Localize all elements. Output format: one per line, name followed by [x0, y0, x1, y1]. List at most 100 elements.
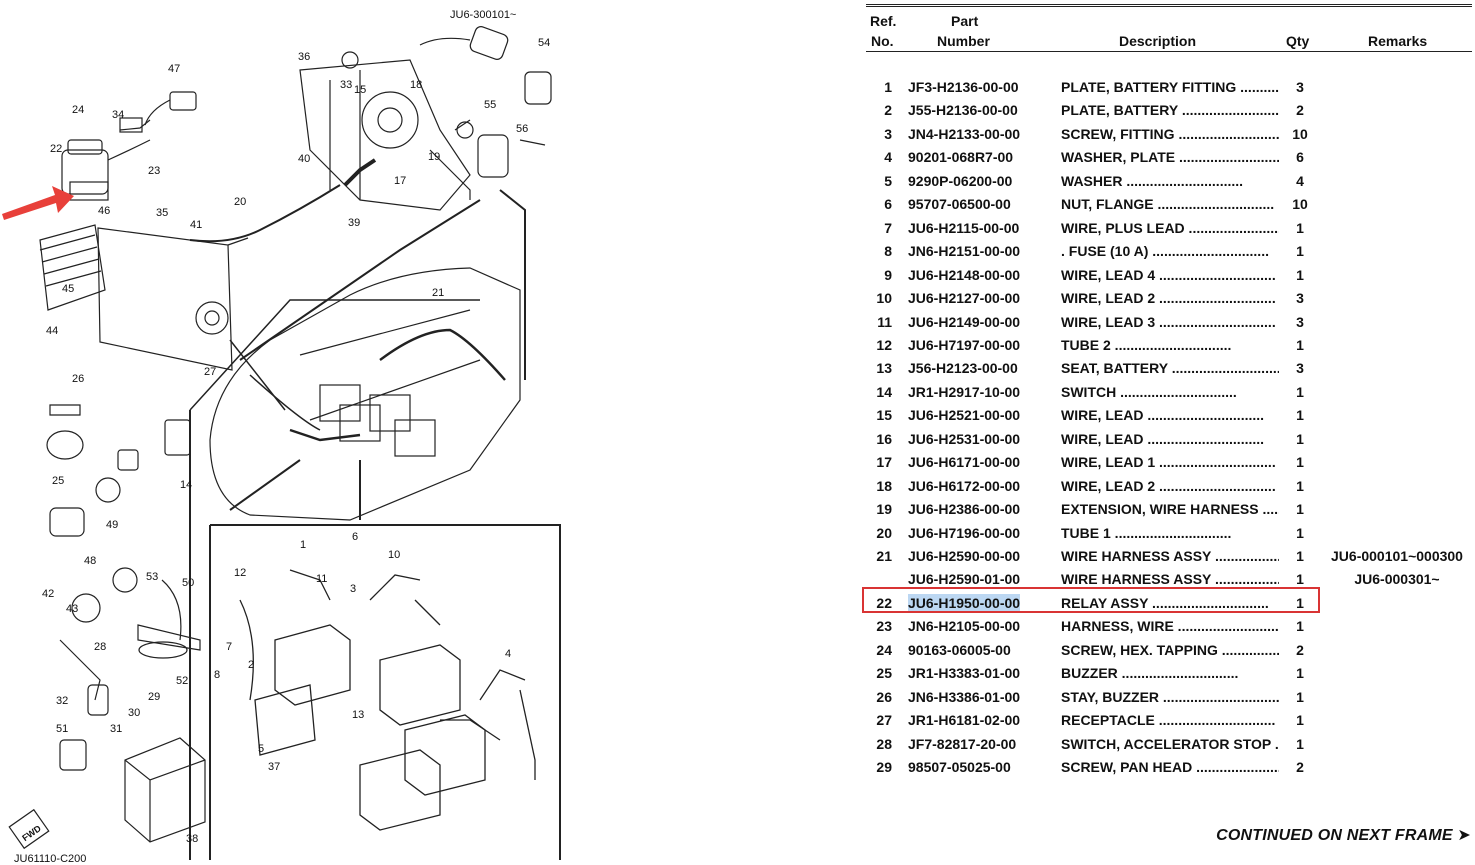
cell-ref-no: 21 — [876, 548, 892, 564]
leader-dots: .............................. — [1110, 524, 1232, 541]
description-text: WIRE, LEAD — [1061, 430, 1144, 447]
cell-description: TUBE 1 .............................. — [1061, 524, 1279, 542]
cell-ref-no: 19 — [876, 501, 892, 518]
serial-range-label: JU6-300101~ — [450, 9, 516, 21]
battery-pack — [239, 569, 536, 831]
callout-number: 46 — [98, 205, 110, 217]
callout-number: 37 — [268, 761, 280, 773]
leader-dots: .............................. — [1110, 336, 1232, 353]
cell-part-number: 9290P-06200-00 — [908, 172, 1013, 189]
diagram-canvas: 1234567810111213141517181920212223242526… — [2, 9, 561, 865]
description-text: WIRE, PLUS LEAD — [1061, 219, 1185, 236]
cell-qty: 10 — [1292, 125, 1308, 142]
cell-description: TUBE 2 .............................. — [1061, 336, 1279, 354]
cell-qty: 1 — [1296, 524, 1304, 541]
callout-number: 14 — [180, 479, 192, 491]
cell-part-number: JU6-H2590-00-00 — [908, 548, 1021, 564]
callout-number: 28 — [94, 641, 106, 653]
description-text: WIRE HARNESS ASSY — [1061, 548, 1212, 564]
description-text: WASHER — [1061, 172, 1123, 189]
cell-part-number: JU6-H2521-00-00 — [908, 407, 1021, 424]
callout-number: 42 — [42, 588, 54, 600]
description-text: . FUSE (10 A) — [1061, 243, 1149, 260]
leader-dots: .............................. — [1262, 501, 1279, 518]
cell-ref-no: 3 — [884, 125, 892, 142]
cell-part-number: JU6-H7197-00-00 — [908, 336, 1021, 353]
callout-number: 50 — [182, 577, 194, 589]
header-bottom-rule — [866, 51, 1472, 52]
callout-number: 56 — [516, 123, 528, 135]
callout-number: 23 — [148, 165, 160, 177]
cell-description: SCREW, PAN HEAD ........................… — [1061, 758, 1279, 776]
callout-number: 26 — [72, 373, 84, 385]
callout-number: 11 — [316, 573, 327, 585]
connector-part — [144, 91, 197, 126]
description-text: SWITCH — [1061, 383, 1117, 400]
description-text: WIRE, LEAD 4 — [1061, 266, 1156, 283]
description-text: WIRE, LEAD 1 — [1061, 454, 1156, 471]
leader-dots: .............................. — [1215, 571, 1279, 588]
cell-part-number: JU6-H2531-00-00 — [908, 430, 1021, 447]
cell-part-number: JN6-H2151-00-00 — [908, 243, 1021, 260]
leader-dots: .............................. — [1159, 688, 1279, 705]
description-text: BUZZER — [1061, 665, 1118, 682]
callout-number: 53 — [146, 571, 158, 583]
leader-dots: .............................. — [1117, 665, 1239, 682]
callout-number: 36 — [298, 51, 310, 63]
cell-qty: 1 — [1296, 243, 1304, 260]
callout-number: 44 — [46, 325, 58, 337]
description-text: TUBE 2 — [1061, 336, 1111, 353]
description-text: NUT, FLANGE — [1061, 196, 1154, 213]
cell-ref-no: 10 — [876, 290, 892, 307]
cell-part-number: JN6-H3386-01-00 — [908, 688, 1021, 705]
cell-ref-no: 5 — [884, 172, 892, 189]
cell-ref-no: 26 — [876, 688, 892, 705]
callout-number: 4 — [505, 648, 511, 660]
small-parts — [46, 404, 206, 843]
cell-ref-no: 9 — [884, 266, 892, 283]
cell-ref-no: 24 — [876, 641, 892, 658]
cell-ref-no: 8 — [884, 243, 892, 260]
description-text: SCREW, PAN HEAD — [1061, 759, 1193, 776]
cell-description: HARNESS, WIRE ..........................… — [1061, 617, 1279, 635]
cell-part-number: JU6-H1950-00-00 — [908, 593, 1021, 612]
callout-number: 24 — [72, 104, 84, 116]
callout-number: 17 — [394, 175, 406, 187]
cell-qty: 1 — [1296, 501, 1304, 518]
callout-number: 8 — [214, 669, 220, 681]
cell-qty: 1 — [1296, 618, 1304, 635]
callout-number: 39 — [348, 217, 360, 229]
cell-description: WIRE, LEAD 2 ...........................… — [1061, 289, 1279, 307]
vehicle-chassis — [209, 267, 521, 521]
cell-ref-no: 1 — [884, 79, 892, 95]
callout-number: 49 — [106, 519, 118, 531]
callout-number: 51 — [56, 723, 68, 735]
highlight-box — [862, 587, 1320, 613]
leader-dots: .............................. — [1155, 477, 1276, 494]
cell-qty: 1 — [1296, 219, 1304, 236]
description-text: WIRE, LEAD — [1061, 407, 1144, 424]
description-text: RELAY ASSY — [1061, 594, 1149, 611]
callout-number: 20 — [234, 196, 246, 208]
callout-number: 38 — [186, 833, 198, 845]
callout-number: 2 — [248, 659, 254, 671]
cell-part-number: J55-H2136-00-00 — [908, 102, 1018, 119]
cell-description: SWITCH .............................. — [1061, 383, 1279, 401]
callout-number: 3 — [350, 583, 356, 595]
cell-ref-no: 25 — [876, 665, 892, 682]
